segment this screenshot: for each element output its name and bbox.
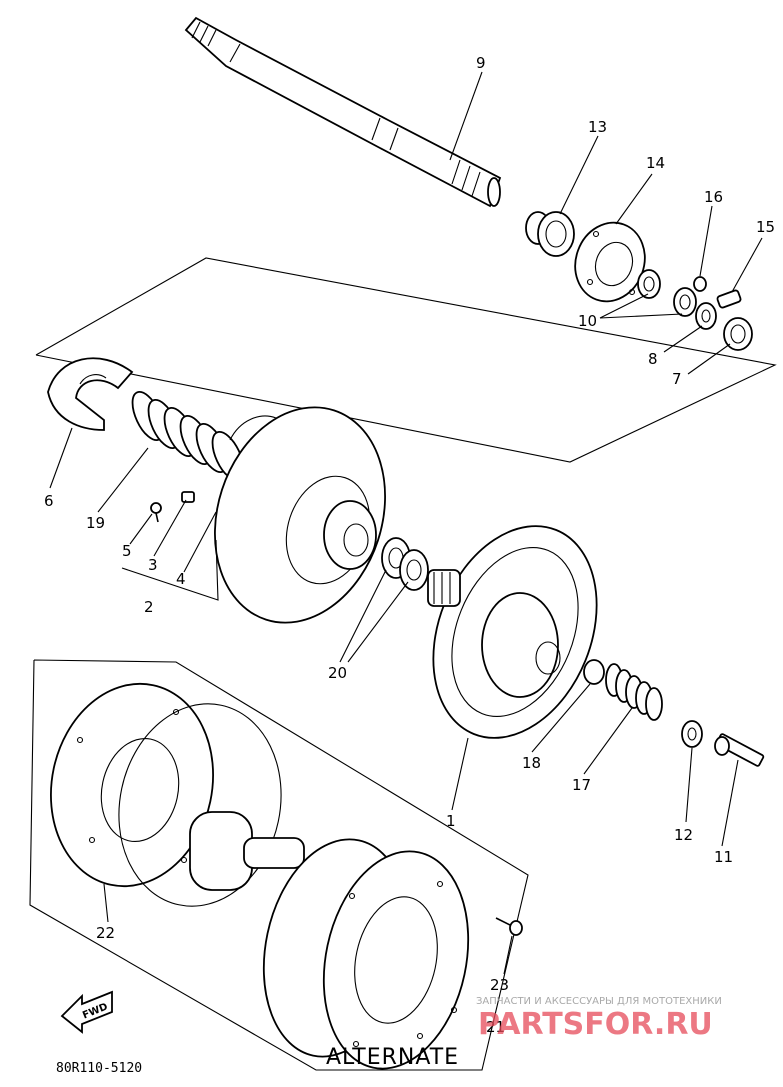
callout-17: 17: [572, 776, 591, 794]
alternate-hub: [189, 811, 305, 891]
callout-12: 12: [674, 826, 693, 844]
callout-22: 22: [96, 924, 115, 942]
drawing-code: 80R110-5120: [56, 1061, 142, 1076]
disc-part-22: [50, 682, 282, 907]
bolt-part-11: [714, 733, 765, 767]
callout-15: 15: [756, 218, 775, 236]
callout-3: 3: [148, 556, 158, 574]
alternate-assembly-frame: [29, 659, 529, 1071]
bearing-part-13: [525, 211, 575, 257]
callout-23: 23: [490, 976, 509, 994]
watermark-site: PARTSFOR.RU: [478, 1007, 713, 1042]
screw-part-23: [495, 917, 523, 936]
weight-parts-3-4: [181, 491, 195, 503]
callout-7: 7: [672, 370, 682, 388]
sheave-part-21: [262, 838, 470, 1070]
callout-8: 8: [648, 350, 658, 368]
callout-9: 9: [476, 54, 486, 72]
nut-part-16: [693, 276, 707, 292]
washer-part-7: [723, 317, 753, 351]
callout-20: 20: [328, 664, 347, 682]
washers-part-10: [637, 269, 697, 317]
callout-21: 21: [486, 1018, 505, 1036]
upper-assembly-frame: [35, 257, 777, 463]
movable-sheave: [214, 406, 386, 624]
callout-10: 10: [578, 312, 597, 330]
spring-part-17: [605, 663, 663, 721]
washer-part-12: [681, 720, 703, 748]
bolt-part-15: [716, 289, 742, 309]
pin-part-5: [150, 502, 162, 523]
callout-19: 19: [86, 514, 105, 532]
forward-arrow-icon: [60, 990, 113, 1034]
lockwasher-part-8: [695, 302, 717, 330]
alternate-label: ALTERNATE: [326, 1045, 459, 1070]
leader-lines: [49, 71, 763, 975]
shaft-part-9: [184, 16, 502, 208]
callout-11: 11: [714, 848, 733, 866]
callout-4: 4: [176, 570, 186, 588]
shims-part-20: [381, 537, 429, 591]
collar-part-18: [583, 659, 605, 685]
callout-2: 2: [144, 598, 154, 616]
callout-13: 13: [588, 118, 607, 136]
callout-14: 14: [646, 154, 665, 172]
callout-1: 1: [446, 812, 456, 830]
callout-5: 5: [122, 542, 132, 560]
watermark-caption: ЗАПЧАСТИ И АКСЕССУАРЫ ДЛЯ МОТОТЕХНИКИ: [476, 996, 722, 1007]
cam-part-6: [47, 357, 134, 431]
callout-16: 16: [704, 188, 723, 206]
callout-18: 18: [522, 754, 541, 772]
callout-6: 6: [44, 492, 54, 510]
fixed-sheave-part-1: [427, 525, 598, 739]
